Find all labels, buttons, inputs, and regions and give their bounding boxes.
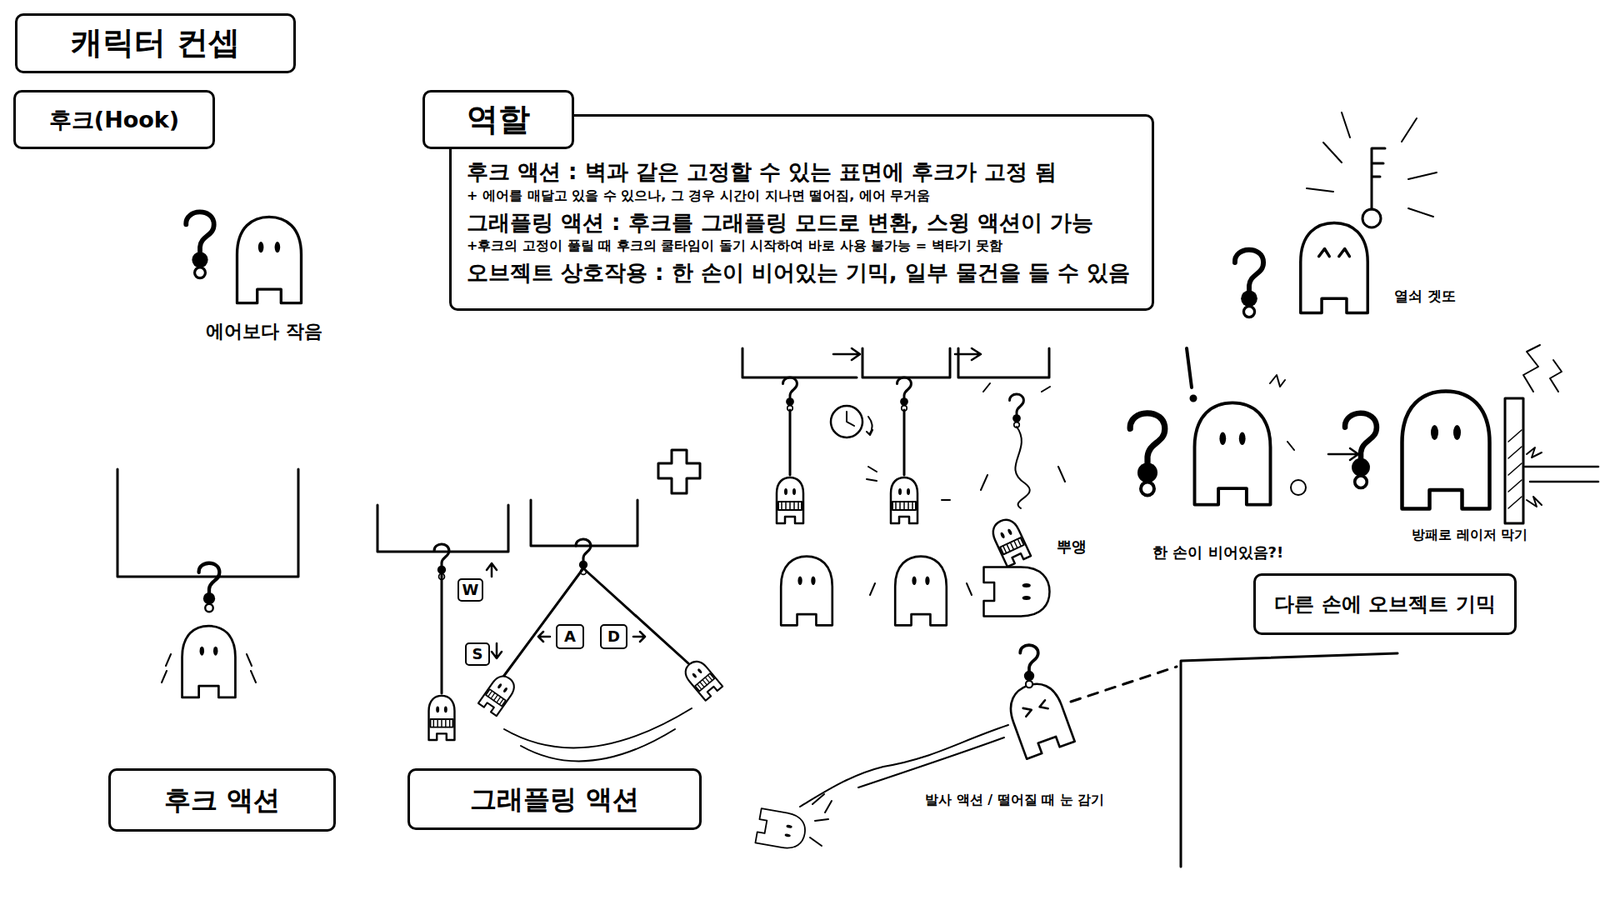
role-heading: 후크 액션 : 벽과 같은 고정할 수 있는 표면에 후크가 고정 됨 — [466, 158, 1057, 186]
launch-figure — [755, 645, 1398, 867]
section-box: 그래플링 액션 — [407, 768, 702, 830]
gimmick-box: 다른 손에 오브젝트 기믹 — [1253, 573, 1517, 635]
plus-sign — [658, 450, 700, 494]
box-text: 역할 — [466, 100, 530, 140]
note-label: 한 손이 비어있음?! — [1150, 543, 1285, 562]
box-text: 후크 액션 — [164, 783, 280, 817]
key-cap: D — [600, 624, 628, 650]
key-cap: A — [555, 624, 585, 650]
note-label: 열쇠 겟또 — [1392, 287, 1458, 305]
key-figure — [1235, 112, 1437, 318]
hook-action-figure — [117, 469, 299, 698]
grappling-figure — [377, 500, 723, 761]
box-text: 다른 손에 오브젝트 기믹 — [1274, 591, 1495, 617]
box-text: W — [462, 580, 480, 600]
box-text: 후크(Hook) — [49, 105, 180, 135]
box-text: 그래플링 액션 — [470, 782, 640, 816]
hang-sequence — [742, 348, 1065, 625]
role-heading: 그래플링 액션 : 후크를 그래플링 모드로 변환, 스윙 액션이 가능 — [466, 209, 1094, 237]
key-cap: W — [457, 578, 484, 602]
title-box: 캐릭터 컨셉 — [15, 13, 296, 74]
key-cap: S — [465, 642, 490, 666]
sound-effect: 뿌앵 — [1055, 537, 1089, 556]
note-label: 에어보다 작음 — [204, 320, 325, 343]
role-note: + 에어를 매달고 있을 수 있으나, 그 경우 시간이 지나면 떨어짐, 에어… — [466, 187, 930, 205]
section-tab: 역할 — [422, 90, 575, 150]
role-heading: 오브젝트 상호작용 : 한 손이 비어있는 기믹, 일부 물건을 들 수 있음 — [466, 259, 1130, 287]
shield-figure — [1345, 345, 1599, 524]
box-text: 캐릭터 컨셉 — [70, 23, 240, 64]
empty-hand-figure — [1130, 348, 1359, 505]
small-hook-figure — [185, 211, 301, 303]
character-name-box: 후크(Hook) — [13, 90, 215, 150]
section-box: 후크 액션 — [108, 768, 336, 832]
box-text: A — [564, 627, 576, 647]
box-text: D — [607, 627, 620, 647]
note-label: 발사 액션 / 떨어질 때 눈 감기 — [923, 791, 1106, 808]
role-note: +후크의 고정이 풀릴 때 후크의 쿨타임이 돌기 시작하여 바로 사용 불가능… — [466, 237, 1003, 255]
box-text: S — [472, 645, 484, 665]
note-label: 방패로 레이저 막기 — [1410, 526, 1530, 543]
